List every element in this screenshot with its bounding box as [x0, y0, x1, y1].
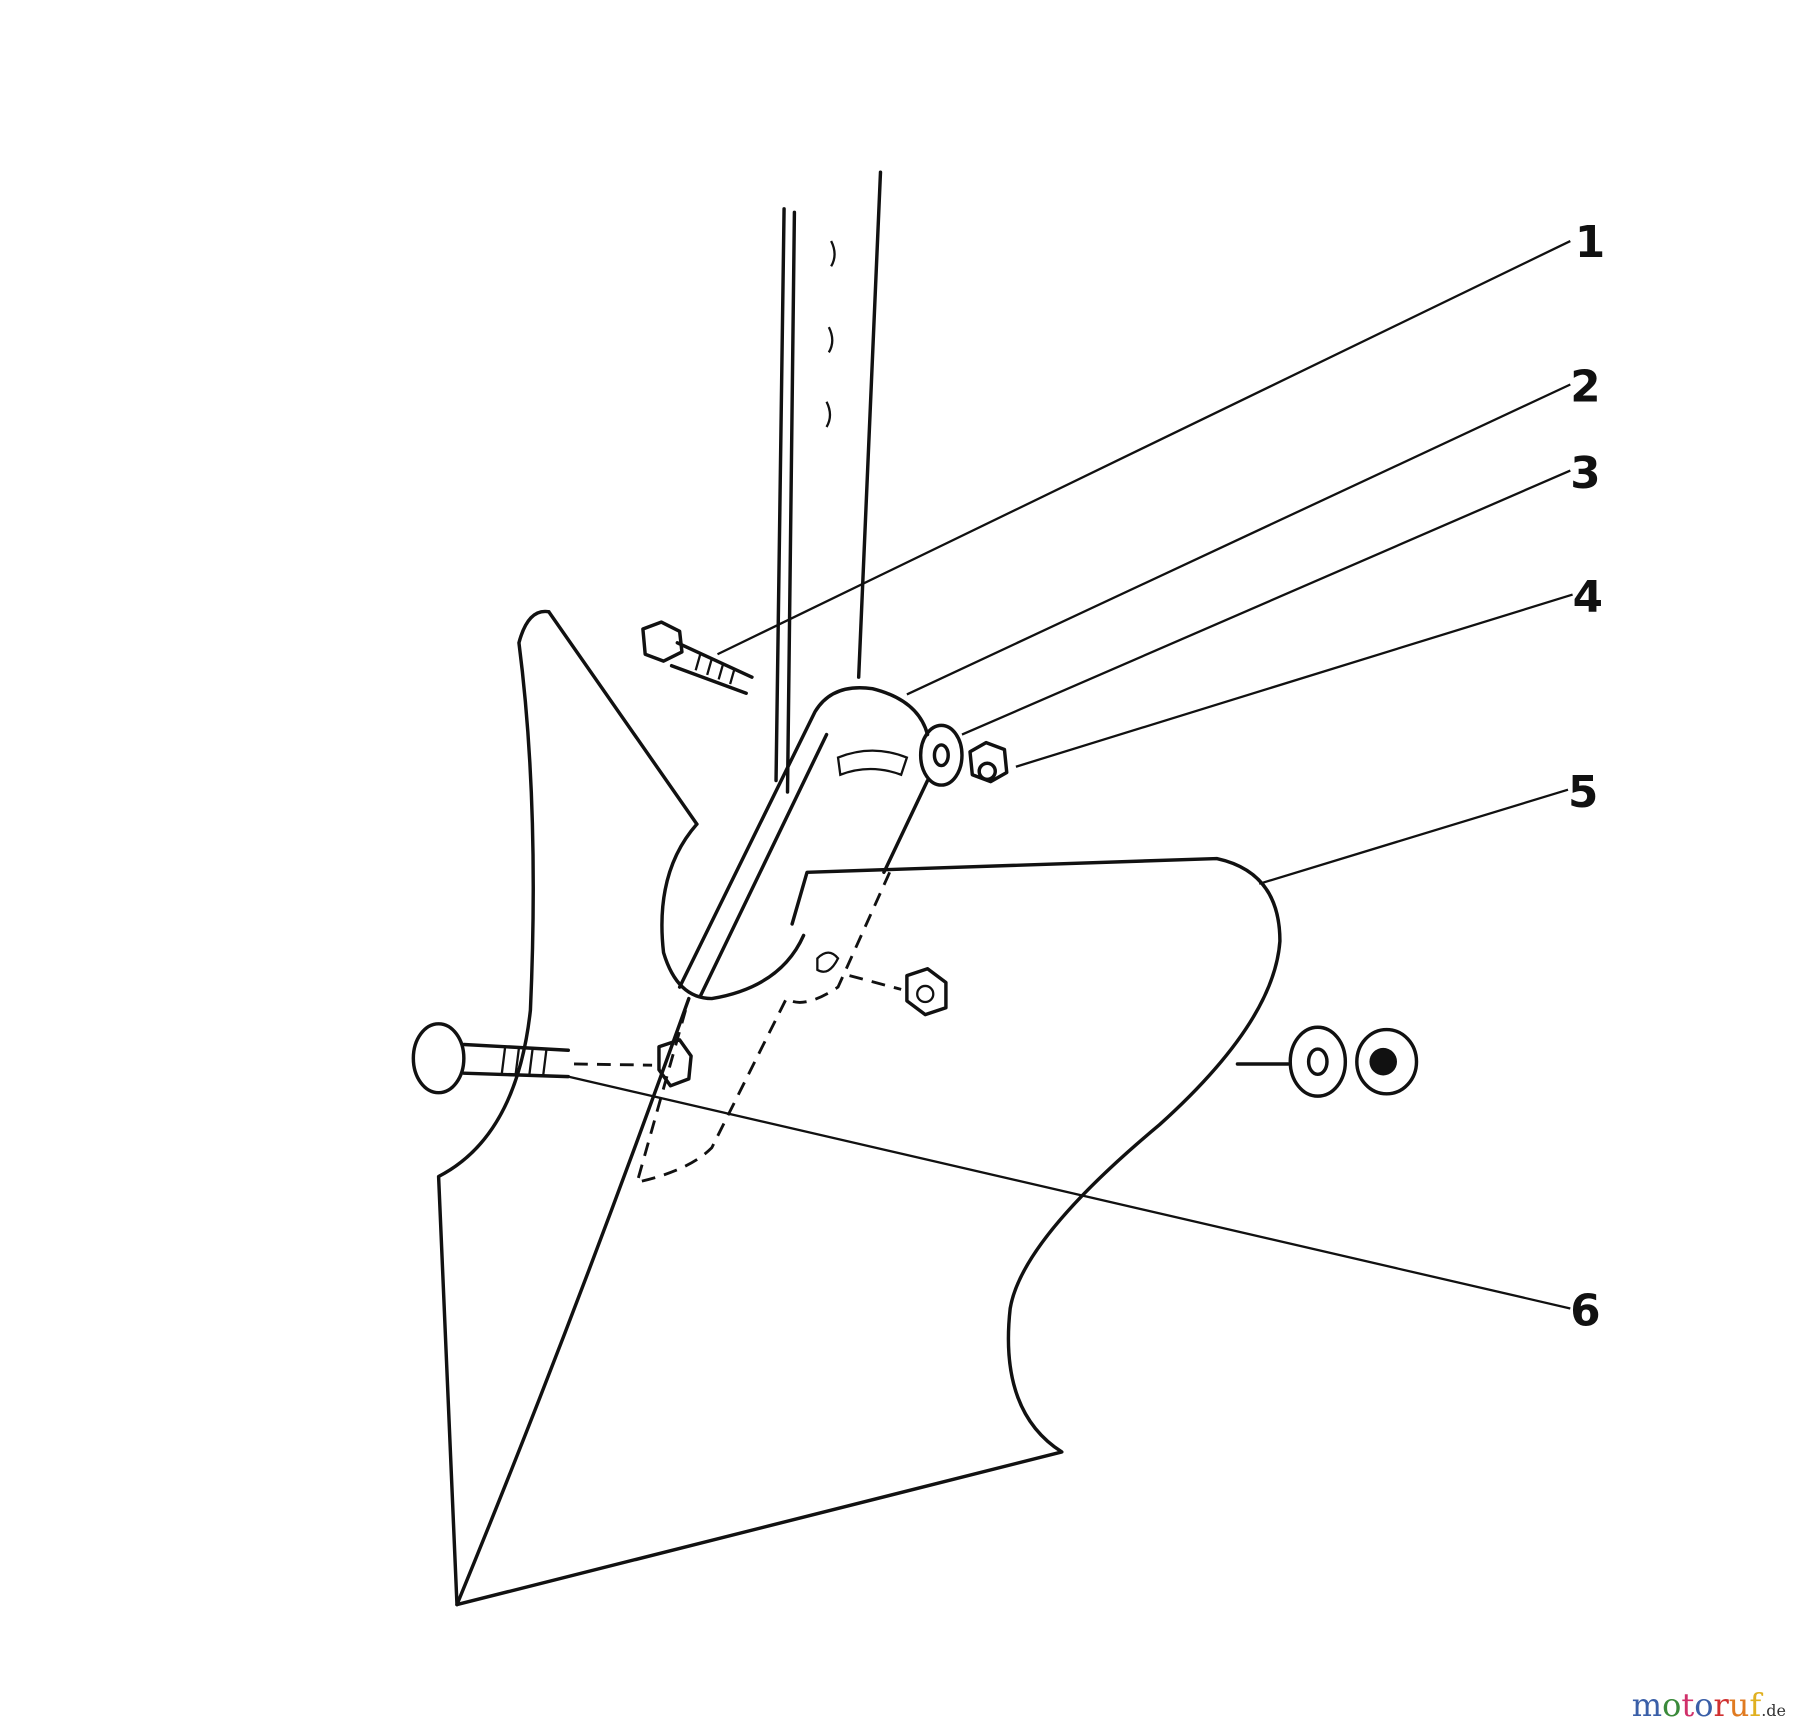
callout-6: 6 [1570, 1287, 1600, 1337]
watermark-letter: t [1681, 1686, 1695, 1724]
shank [774, 170, 883, 794]
callout-labels: 1 2 3 4 5 6 [1568, 218, 1605, 1337]
watermark-letter: m [1631, 1686, 1663, 1724]
callout-5: 5 [1568, 768, 1598, 818]
callout-2: 2 [1570, 363, 1600, 413]
plow-moldboard [436, 609, 1282, 1607]
watermark-letter: o [1662, 1686, 1682, 1724]
watermark-letter: r [1713, 1686, 1729, 1724]
motoruf-watermark-logo: motoruf.de [1632, 1686, 1786, 1724]
hardware [411, 620, 1419, 1098]
leader-lines [568, 240, 1573, 1310]
watermark-letter: u [1728, 1686, 1750, 1724]
plow-bracket [635, 686, 930, 1185]
callout-3: 3 [1570, 449, 1600, 499]
watermark-letter: o [1694, 1686, 1714, 1724]
callout-4: 4 [1573, 573, 1603, 623]
watermark-letter: f [1749, 1686, 1762, 1724]
watermark-suffix: .de [1761, 1701, 1786, 1720]
callout-1: 1 [1575, 218, 1605, 268]
